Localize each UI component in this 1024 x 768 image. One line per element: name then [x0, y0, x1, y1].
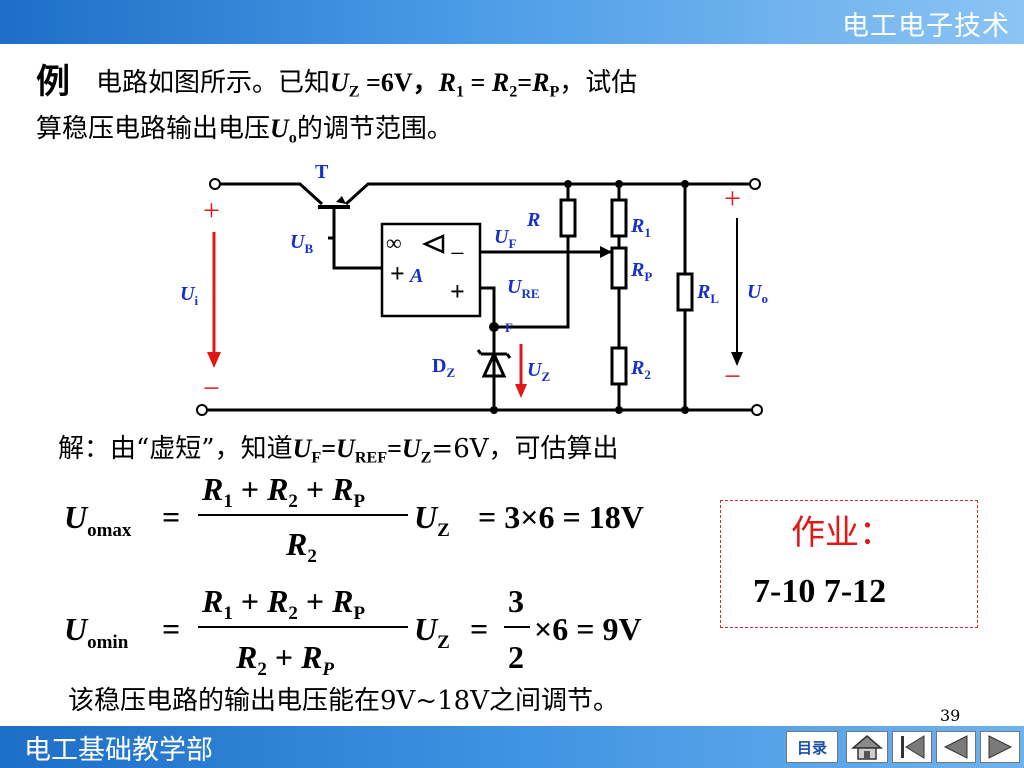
svg-text:UB: UB: [290, 231, 313, 256]
svg-text:A: A: [408, 265, 423, 287]
menu-button[interactable]: 目录: [786, 731, 838, 763]
page-number: 39: [940, 706, 961, 725]
infinity-symbol: ∞: [386, 230, 402, 255]
header-bar: 电工电子技术: [0, 0, 1024, 44]
ui-plus-sign: +: [203, 194, 220, 227]
uo-minus-sign: −: [724, 360, 741, 393]
first-page-button[interactable]: [892, 731, 932, 763]
formula-umax: Uomax = R1+R2+RP R2 UZ = 3×6 = 18V: [64, 471, 644, 567]
resistor-r: [559, 198, 577, 238]
svg-text:R2: R2: [285, 526, 317, 567]
svg-text:RL: RL: [696, 281, 719, 306]
formula-umin: Uomin = R1+R2+RP R2+RP UZ = 3 2 ×6 = 9V: [64, 583, 642, 680]
ui-minus-sign: −: [203, 372, 220, 405]
potentiometer-rp: [610, 246, 628, 290]
homework-items: 7-10 7-12: [753, 573, 887, 610]
svg-text:=: =: [162, 611, 180, 647]
svg-text:3: 3: [508, 583, 524, 619]
svg-text:=: =: [162, 499, 180, 535]
svg-text:UZ: UZ: [414, 611, 450, 653]
svg-text:=: =: [470, 611, 488, 647]
homework-box: 作业： 7-10 7-12: [720, 500, 978, 628]
svg-text:+: +: [450, 277, 465, 306]
svg-text:= 3×6 = 18V: = 3×6 = 18V: [478, 499, 644, 535]
svg-text:Uo: Uo: [747, 281, 768, 306]
department-name: 电工基础教学部: [24, 735, 213, 766]
svg-text:UZ: UZ: [414, 499, 450, 541]
svg-text:R: R: [526, 209, 540, 231]
next-page-button[interactable]: [980, 731, 1020, 763]
resistor-r2: [610, 346, 628, 386]
svg-text:+: +: [390, 259, 405, 288]
problem-line-1: 电路如图所示。已知UZ =6V，R1 = R2=RP，试估: [96, 68, 638, 101]
svg-text:R1: R1: [630, 215, 651, 240]
uo-plus-sign: +: [724, 182, 741, 215]
svg-text:×6 = 9V: ×6 = 9V: [534, 611, 642, 647]
svg-text:UZ: UZ: [527, 359, 550, 384]
svg-text:Uomax: Uomax: [64, 499, 132, 541]
svg-text:Ui: Ui: [180, 283, 198, 308]
home-icon: [850, 735, 884, 760]
svg-text:DZ: DZ: [432, 355, 455, 380]
svg-text:URE: URE: [507, 276, 540, 301]
svg-text:2: 2: [508, 639, 524, 675]
label-t: T: [315, 161, 329, 183]
svg-text:R1+R2+RP: R1+R2+RP: [201, 471, 366, 512]
solution-line: 解：由“虚短”，知道UF=UREF=UZ=6V，可估算出: [58, 434, 619, 467]
next-page-icon: [988, 735, 1013, 759]
homework-title: 作业：: [791, 513, 893, 553]
svg-text:Uomin: Uomin: [64, 611, 129, 653]
svg-text:UF: UF: [494, 226, 516, 251]
prev-page-icon: [943, 735, 968, 759]
prev-page-button[interactable]: [936, 731, 976, 763]
svg-text:F: F: [505, 320, 513, 335]
svg-text:R2+RP: R2+RP: [235, 639, 334, 680]
svg-text:R2: R2: [630, 357, 651, 382]
svg-text:R1+R2+RP: R1+R2+RP: [201, 583, 366, 624]
svg-text:−: −: [450, 239, 465, 268]
home-button[interactable]: [846, 731, 888, 763]
svg-text:RP: RP: [630, 259, 652, 284]
first-page-icon: [901, 735, 925, 759]
problem-line-2: 算稳压电路输出电压Uo的调节范围。: [36, 114, 453, 147]
course-title: 电工电子技术: [842, 11, 1010, 42]
resistor-rl: [676, 272, 694, 312]
conclusion-text: 该稳压电路的输出电压能在9V~18V之间调节。: [68, 686, 619, 716]
resistor-r1: [610, 198, 628, 238]
example-label: 例: [36, 62, 70, 102]
